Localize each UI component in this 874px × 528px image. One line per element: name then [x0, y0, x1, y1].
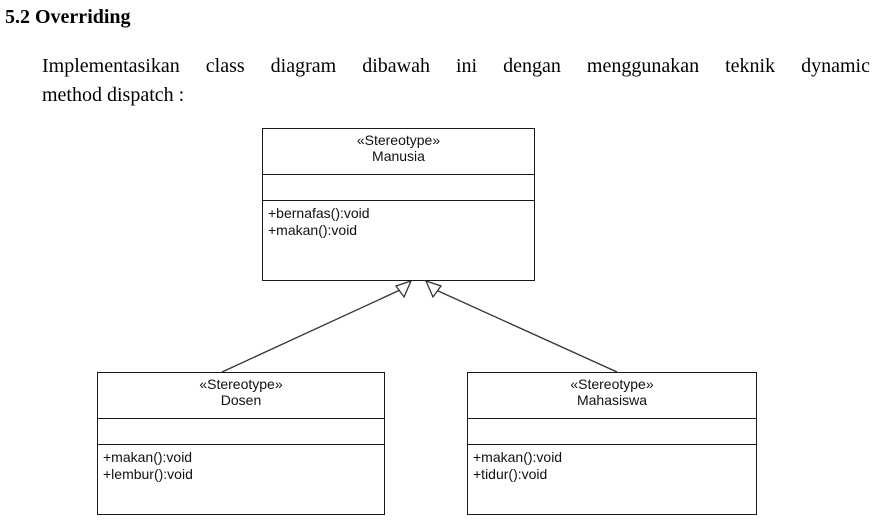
class-name-compartment: «Stereotype» Manusia [263, 129, 534, 175]
operations-compartment: +makan():void +tidur():void [468, 445, 756, 483]
attributes-compartment [263, 175, 534, 201]
stereotype-label: «Stereotype» [356, 132, 441, 148]
operation: +tidur():void [473, 466, 548, 482]
operation: +lembur():void [103, 466, 193, 482]
connector-dosen-to-manusia [221, 289, 401, 373]
operation: +makan():void [103, 449, 193, 465]
operation: +makan():void [268, 222, 358, 238]
class-name: Dosen [220, 392, 262, 408]
class-dosen: «Stereotype» Dosen +makan():void +lembur… [97, 372, 385, 515]
operations-compartment: +bernafas():void +makan():void [263, 201, 534, 239]
section-heading: 5.2 Overriding [5, 6, 131, 28]
class-name-compartment: «Stereotype» Mahasiswa [468, 373, 756, 419]
instruction-paragraph: Implementasikan class diagram dibawah in… [42, 52, 870, 110]
instruction-line-1: Implementasikan class diagram dibawah in… [42, 55, 870, 77]
inheritance-arrowhead-left [394, 279, 413, 299]
class-name: Manusia [372, 148, 425, 164]
class-name: Mahasiswa [576, 392, 648, 408]
attributes-compartment [98, 419, 384, 445]
attributes-compartment [468, 419, 756, 445]
operations-compartment: +makan():void +lembur():void [98, 445, 384, 483]
operation: +makan():void [473, 449, 563, 465]
class-manusia: «Stereotype» Manusia +bernafas():void +m… [262, 128, 535, 281]
class-mahasiswa: «Stereotype» Mahasiswa +makan():void +ti… [467, 372, 757, 515]
class-name-compartment: «Stereotype» Dosen [98, 373, 384, 419]
stereotype-label: «Stereotype» [199, 376, 283, 392]
operation: +bernafas():void [268, 205, 370, 221]
connector-mahasiswa-to-manusia [435, 289, 618, 373]
inheritance-arrowhead-right [424, 279, 443, 299]
instruction-line-2: method dispatch : [42, 84, 185, 106]
stereotype-label: «Stereotype» [570, 376, 654, 392]
